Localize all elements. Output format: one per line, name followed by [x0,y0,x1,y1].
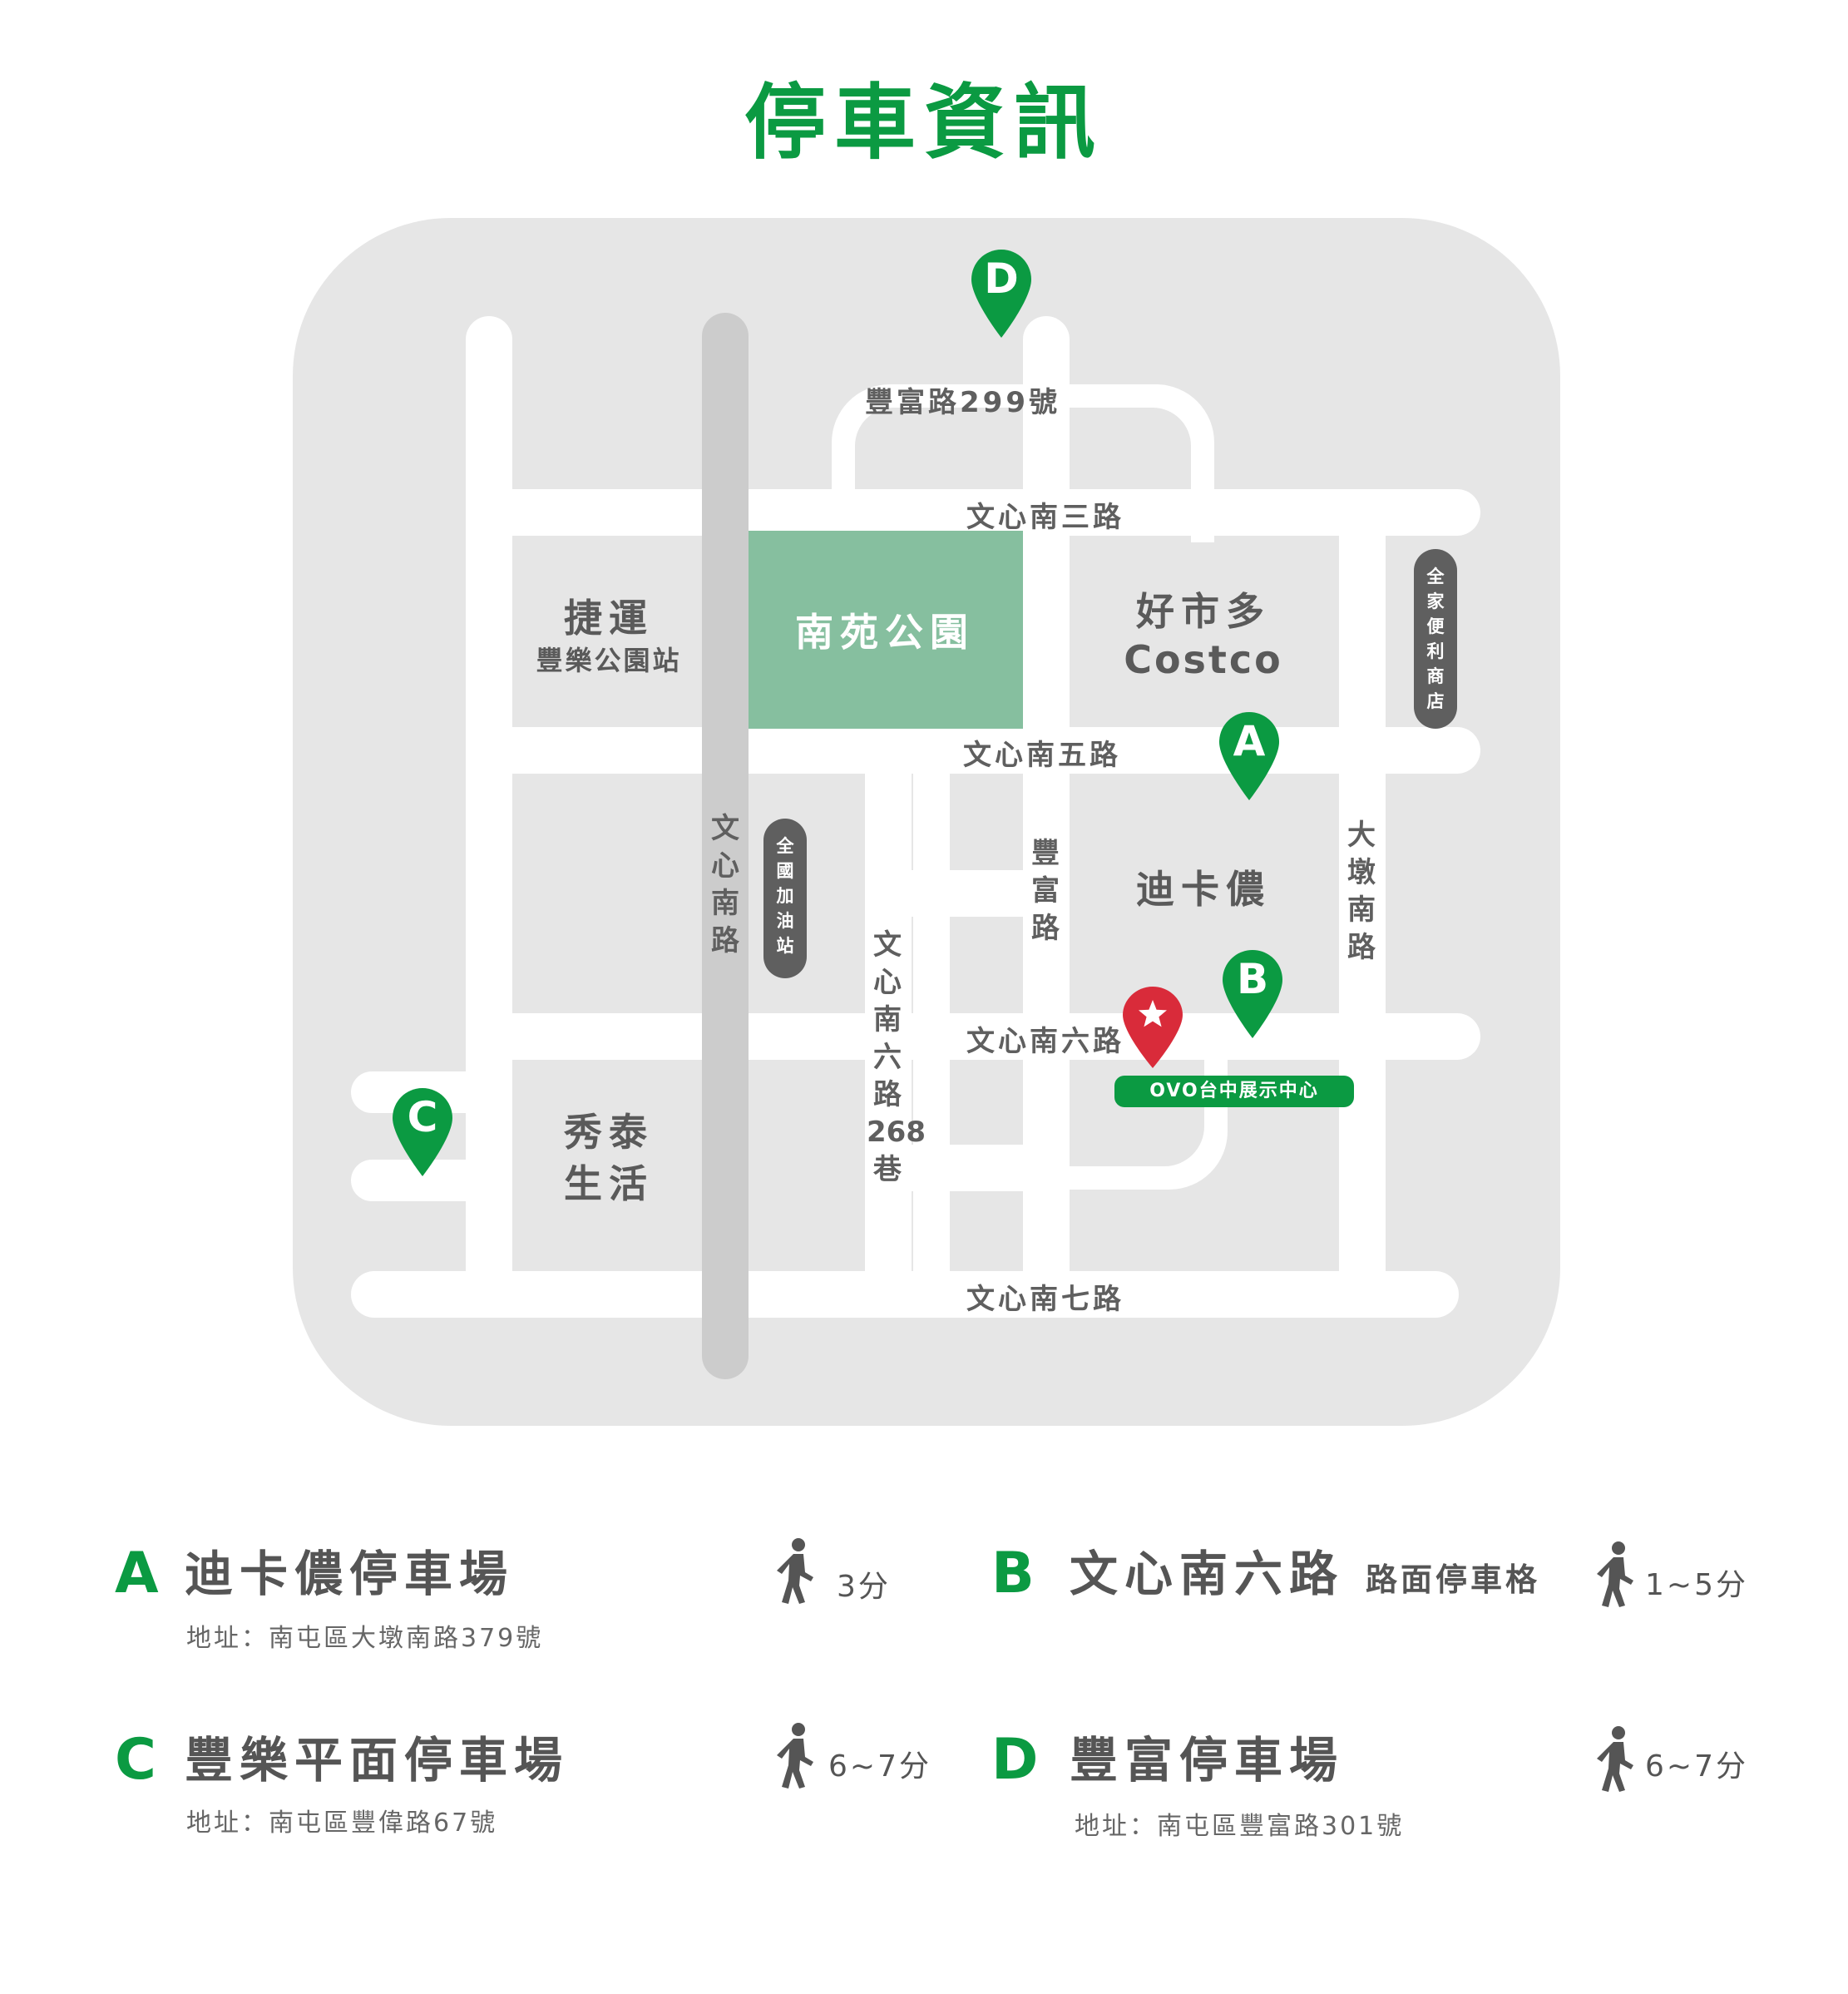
familymart-badge: 全 家 便 利 商 店 [1414,549,1457,729]
legend-b-note: 路面停車格 [1366,1561,1541,1598]
legend-b-letter: B [991,1541,1035,1606]
place-mrt-station: 捷運 豐樂公園站 [536,596,682,676]
legend-b-walk-time: 1~5分 [1645,1568,1748,1602]
gas-station-badge: 全 國 加 油 站 [763,819,807,978]
legend-c-walk-time: 6~7分 [828,1749,931,1784]
parking-pin-d[interactable]: D [970,248,1033,341]
walking-person-icon [777,1538,813,1604]
parking-pin-a[interactable]: A [1218,710,1281,804]
legend-d-name: 豐富停車場 [1070,1732,1345,1789]
place-decathlon: 迪卡儂 [1136,867,1271,912]
venue-name-badge: OVO台中展示中心 [1114,1076,1354,1107]
legend-a-walk-time: 3分 [837,1570,891,1604]
label-wenxin-s7: 文心南七路 [966,1283,1124,1316]
legend-a-name: 迪卡儂停車場 [185,1546,515,1602]
legend-a-letter: A [115,1541,159,1606]
walking-person-icon [777,1723,813,1789]
road-wenxin-s6 [466,1013,1480,1060]
nanyuan-park [747,531,1023,729]
label-fengfu-299: 豐富路299號 [865,386,1060,419]
road-wenxin-s5 [466,727,1480,774]
walking-person-icon [1597,1726,1633,1792]
parking-map: 文心南三路 文心南五路 文心南六路 文心南七路 豐富路299號 文心南 路 豐富… [293,218,1560,1426]
label-lane-268: 文 心 南 六 路 268 巷 [867,928,926,1186]
label-dadun-s-road: 大 墩 南 路 [1347,819,1376,964]
road-dadun-s [1339,489,1386,1288]
legend-c-address: 地址：南屯區豐偉路67號 [186,1808,498,1838]
legend-a-address: 地址：南屯區大墩南路379號 [186,1624,544,1653]
legend-c-letter: C [115,1727,156,1793]
legend-c-name: 豐樂平面停車場 [185,1732,570,1789]
parking-pin-b[interactable]: B [1221,948,1284,1042]
road-lane-268-east [913,774,950,1273]
road-fengfu [1023,316,1070,1298]
label-wenxin-s6: 文心南六路 [966,1025,1124,1058]
label-wenxin-s5: 文心南五路 [963,739,1121,772]
road-lane-268 [865,750,912,1288]
legend-b-name: 文心南六路路面停車格 [1070,1546,1541,1602]
place-hola: 秀泰 生活 [564,1110,654,1206]
legend-d-letter: D [991,1727,1039,1793]
walking-person-icon [1597,1541,1633,1607]
legend-d-walk-time: 6~7分 [1645,1749,1748,1784]
label-wenxin-s3: 文心南三路 [966,501,1124,534]
venue-location-pin[interactable] [1121,985,1184,1070]
road-wenxin-s3 [466,489,1480,536]
label-fengfu-road: 豐富 路 [1031,837,1060,945]
road-wenxin-s-main [702,313,749,1379]
road-west [466,316,512,1298]
page-title: 停車資訊 [744,76,1104,171]
place-costco: 好市多 Costco [1124,589,1283,682]
legend-d-address: 地址：南屯區豐富路301號 [1075,1812,1405,1841]
label-wenxin-s-road: 文心南 路 [711,812,739,957]
parking-pin-c[interactable]: C [391,1086,454,1180]
place-nanyuan-park: 南苑公園 [795,610,975,655]
